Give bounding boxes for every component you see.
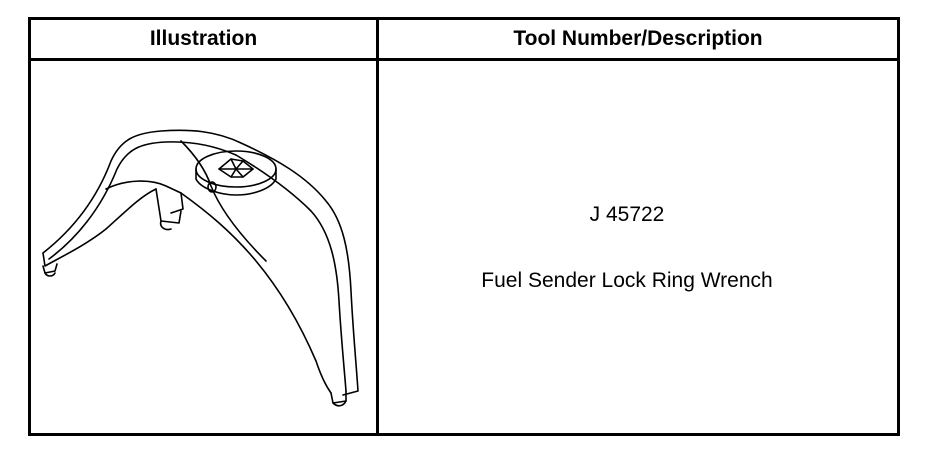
lock-ring-wrench-illustration (42, 129, 359, 407)
illustration-cell (31, 61, 376, 433)
header-tool-number-description: Tool Number/Description (513, 27, 763, 50)
tool-description: Fuel Sender Lock Ring Wrench (481, 269, 773, 292)
tool-number: J 45722 (589, 203, 665, 226)
tool-table: Illustration Tool Number/Description (28, 17, 900, 436)
header-divider (31, 58, 897, 61)
column-divider (376, 20, 379, 433)
tool-description-cell: J 45722 Fuel Sender Lock Ring Wrench (379, 61, 897, 433)
header-illustration: Illustration (149, 27, 258, 50)
